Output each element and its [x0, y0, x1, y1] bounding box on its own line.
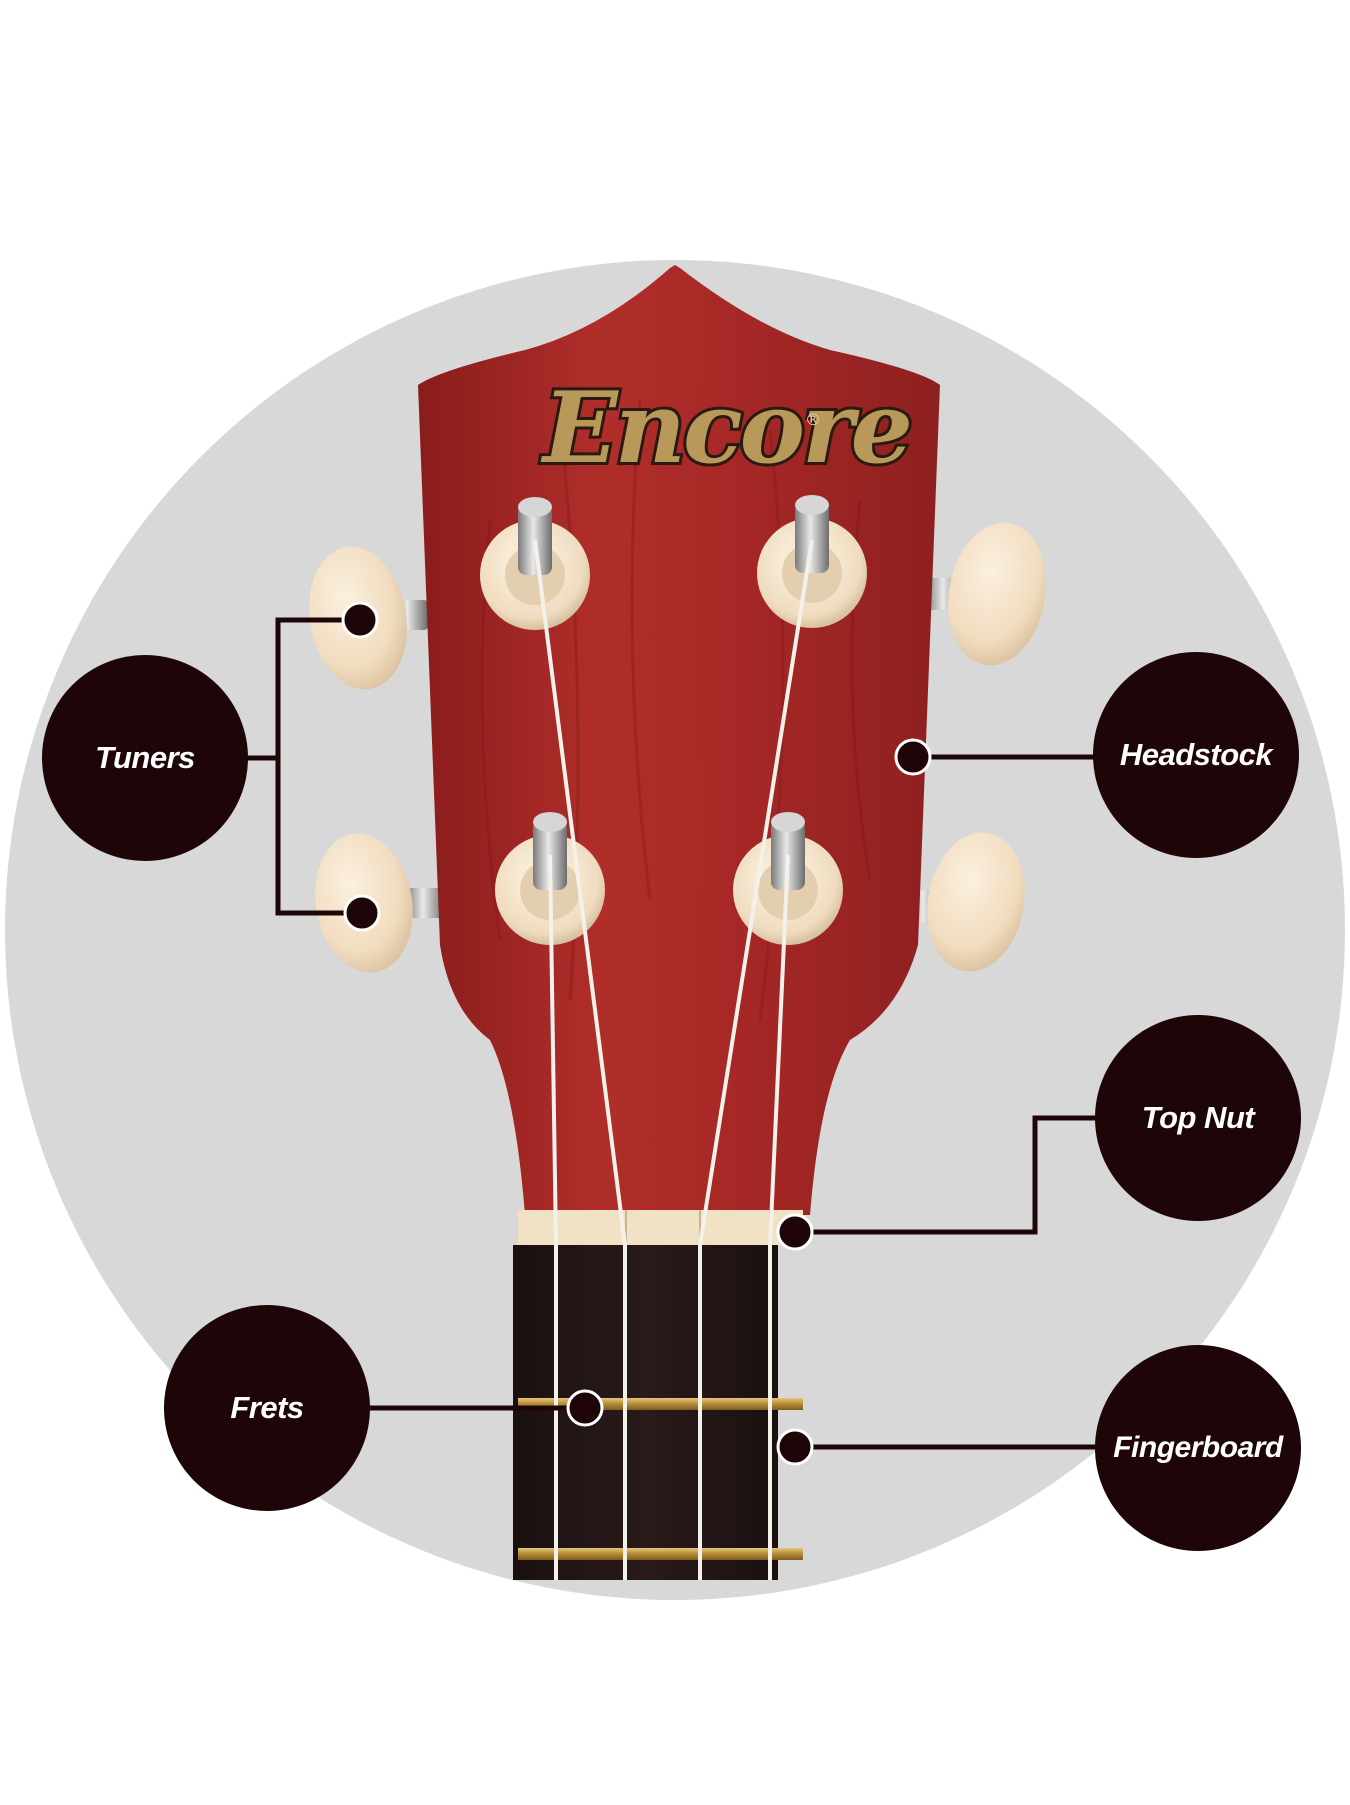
callout-top-nut: Top Nut [1095, 1015, 1301, 1221]
label-frets: Frets [230, 1390, 304, 1425]
leader-lines [248, 617, 1100, 1450]
callout-fingerboard: Fingerboard [1095, 1345, 1301, 1551]
brand-logo: Encore ® [537, 368, 916, 489]
callout-frets: Frets [164, 1305, 370, 1511]
top-nut [518, 1210, 803, 1245]
label-tuners: Tuners [95, 740, 195, 775]
label-fingerboard: Fingerboard [1113, 1431, 1283, 1464]
strings [533, 539, 814, 1580]
label-top-nut: Top Nut [1141, 1100, 1255, 1135]
callout-tuners: Tuners [42, 655, 248, 861]
tuner-post-2 [757, 495, 867, 628]
brand-logo-text: Encore [540, 371, 910, 486]
tuner-post-1 [480, 497, 590, 630]
fingerboard [513, 1245, 778, 1580]
tuner-button-right-upper [925, 522, 1046, 666]
label-headstock: Headstock [1119, 737, 1273, 772]
leader-dots [341, 601, 932, 1466]
callout-headstock: Headstock [1093, 652, 1299, 858]
fret-2 [518, 1548, 803, 1560]
registered-mark: ® [805, 410, 821, 429]
